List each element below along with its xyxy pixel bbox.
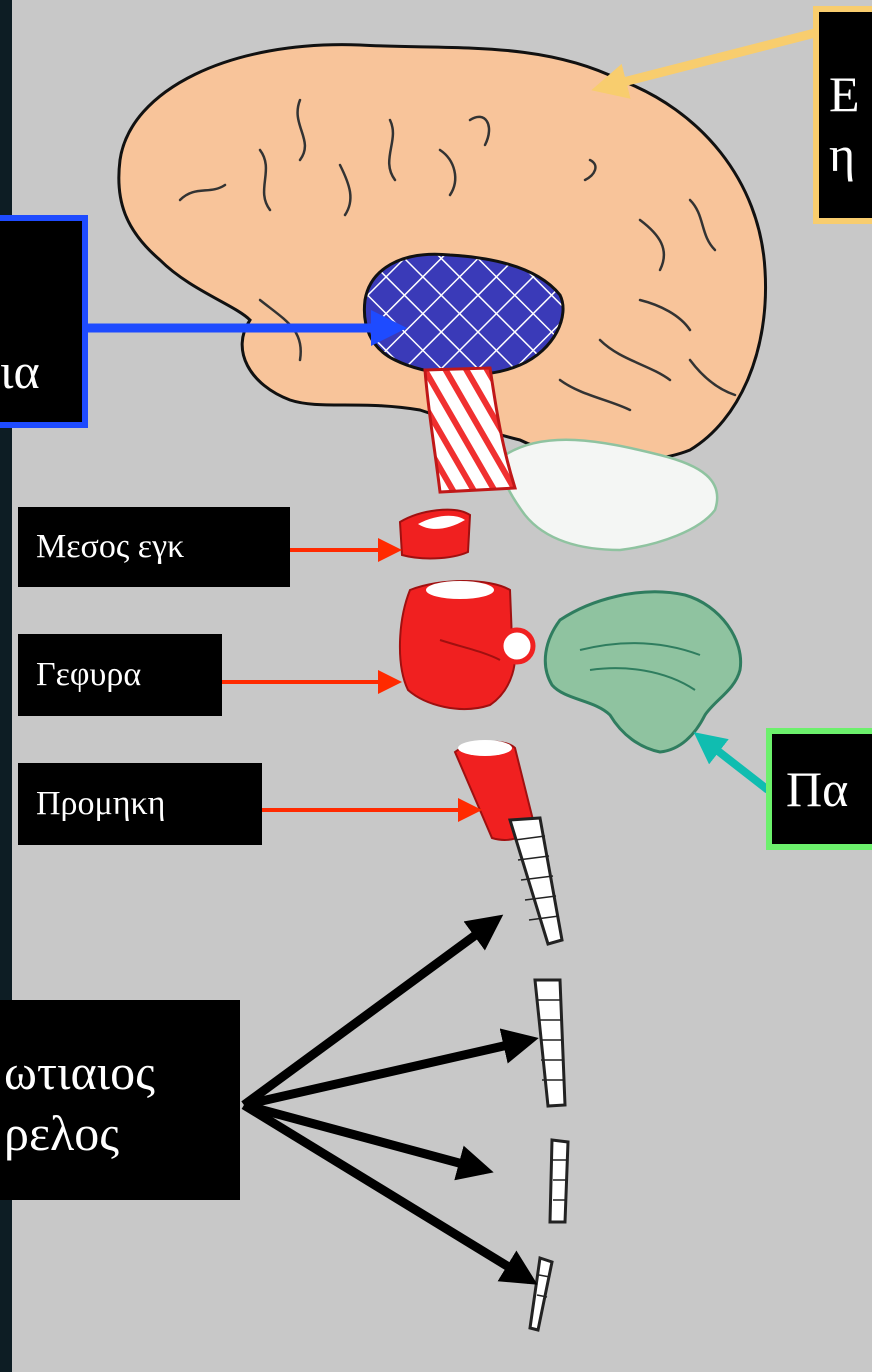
diencephalon (364, 254, 563, 375)
cerebellum-arrow (700, 737, 768, 790)
diencephalon-label: ια (0, 215, 88, 428)
cerebellum (545, 592, 740, 752)
cerebellum-upper (502, 440, 717, 550)
cerebellum-label: Πα (766, 728, 872, 850)
cerebrum-arrow (600, 33, 815, 88)
spinal-cord-label: ωτιαιος ρελος (0, 1000, 240, 1200)
pons (400, 581, 533, 709)
spinal-cord-arrows (244, 920, 530, 1280)
pons-label: Γεφυρα (18, 634, 222, 716)
midbrain (400, 510, 470, 559)
cerebrum-label: Ε η (813, 6, 872, 224)
midbrain-label: Μεσος εγκ (18, 507, 290, 587)
medulla-label: Προμηκη (18, 763, 262, 845)
spinal-cord (510, 818, 568, 1330)
